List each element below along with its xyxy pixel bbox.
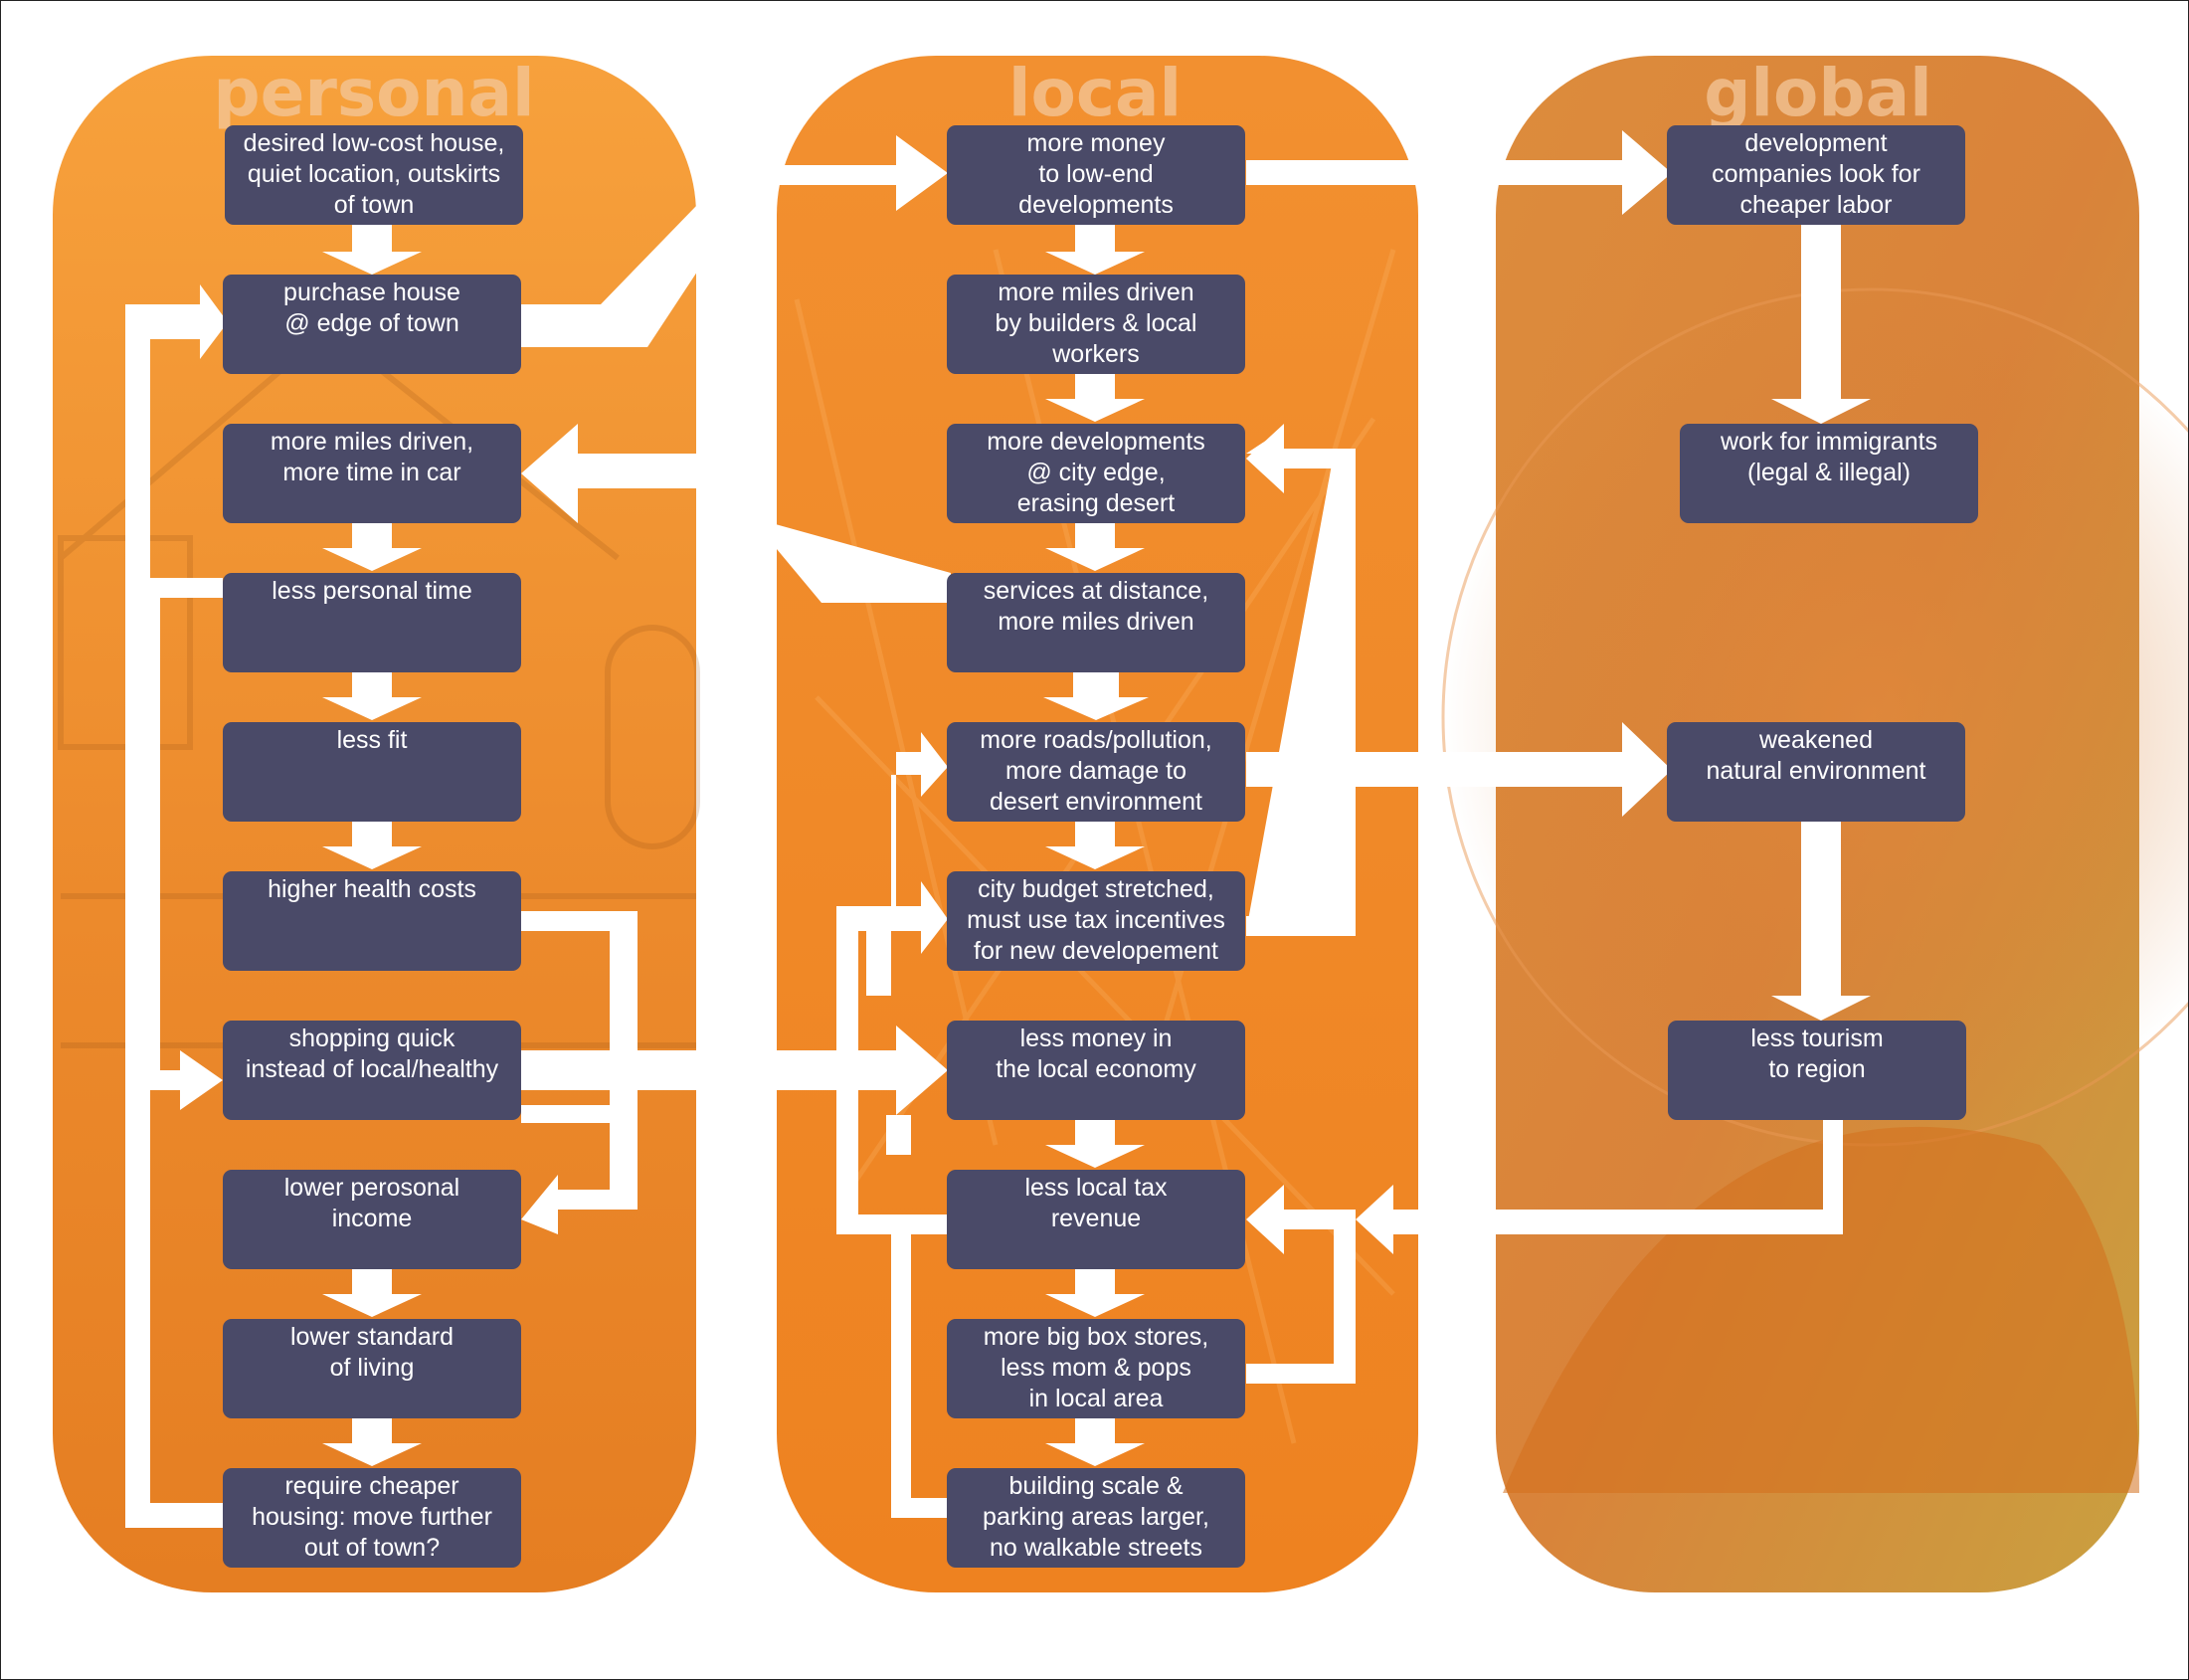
node-more-money-low-end: more money to low-end developments xyxy=(947,125,1245,225)
arrow-l6-to-l3 xyxy=(1246,429,1356,931)
node-less-personal-time: less personal time xyxy=(223,573,521,672)
arrow-l5-l6 xyxy=(1045,822,1145,869)
arrow-l2-l3 xyxy=(1045,374,1145,422)
node-require-cheaper-housing: require cheaper housing: move further ou… xyxy=(223,1468,521,1568)
node-more-miles-driven-builders: more miles driven by builders & local wo… xyxy=(947,275,1245,374)
arrow-p5-p6 xyxy=(322,822,422,869)
arrow-l10-left-loop xyxy=(891,1234,951,1518)
arrow-l3-l4 xyxy=(1045,523,1145,571)
arrow-p3-p4 xyxy=(322,523,422,571)
arrow-g1-g2 xyxy=(1771,225,1871,424)
node-city-budget-stretched: city budget stretched, must use tax ince… xyxy=(947,871,1245,971)
node-work-for-immigrants: work for immigrants (legal & illegal) xyxy=(1680,424,1978,523)
arrow-l1-l2 xyxy=(1045,225,1145,275)
arrow-l8-l7-branch xyxy=(886,1115,911,1155)
arrow-l8-l9 xyxy=(1045,1269,1145,1317)
arrow-l4-l5 xyxy=(1043,672,1149,720)
column-title-local: local xyxy=(1008,55,1182,131)
arrow-p2-to-l1 xyxy=(521,135,948,347)
arrow-l9-to-l8 xyxy=(1246,1185,1356,1384)
node-services-at-distance: services at distance, more miles driven xyxy=(947,573,1245,672)
arrow-p4-p5 xyxy=(322,672,422,720)
node-weakened-natural-environment: weakened natural environment xyxy=(1667,722,1965,822)
node-more-big-box-stores: more big box stores, less mom & pops in … xyxy=(947,1319,1245,1418)
node-development-companies: development companies look for cheaper l… xyxy=(1667,125,1965,225)
arrow-l9-l10 xyxy=(1045,1418,1145,1466)
node-less-local-tax-revenue: less local tax revenue xyxy=(947,1170,1245,1269)
arrow-g4-to-l8 xyxy=(1356,1120,1843,1254)
node-purchase-house: purchase house @ edge of town xyxy=(223,275,521,374)
arrow-p6-p8-loop xyxy=(521,911,638,1234)
arrow-l6-l3-loop xyxy=(1246,424,1356,936)
node-lower-personal-income: lower perosonal income xyxy=(223,1170,521,1269)
arrow-l7-l8 xyxy=(1045,1120,1145,1168)
node-less-money-local-economy: less money in the local economy xyxy=(947,1021,1245,1120)
node-less-tourism: less tourism to region xyxy=(1668,1021,1966,1120)
arrow-l4-to-p3 xyxy=(521,424,951,603)
arrow-p8-p9 xyxy=(322,1269,422,1317)
arrow-l5-to-g3 xyxy=(1246,722,1672,817)
arrow-l6-left-branch xyxy=(866,732,948,996)
node-more-developments: more developments @ city edge, erasing d… xyxy=(947,424,1245,523)
node-lower-standard-of-living: lower standard of living xyxy=(223,1319,521,1418)
arrow-p7-to-l7 xyxy=(521,1026,948,1115)
arrow-g3-g4 xyxy=(1771,822,1871,1021)
column-title-global: global xyxy=(1704,55,1932,131)
arrows xyxy=(125,130,1871,1528)
node-less-fit: less fit xyxy=(223,722,521,822)
arrow-p9-p10 xyxy=(322,1418,422,1466)
node-shopping-quick: shopping quick instead of local/healthy xyxy=(223,1021,521,1120)
node-more-miles-driven-personal: more miles driven, more time in car xyxy=(223,424,521,523)
arrow-p4-to-p7 xyxy=(140,578,223,1110)
arrow-p1-p2 xyxy=(322,225,422,275)
globe-motif xyxy=(1441,287,2188,1493)
node-more-roads-pollution: more roads/pollution, more damage to des… xyxy=(947,722,1245,822)
node-higher-health-costs: higher health costs xyxy=(223,871,521,971)
arrow-l8-left-loop xyxy=(836,881,951,1234)
column-title-personal: personal xyxy=(213,55,534,131)
node-building-scale-parking: building scale & parking areas larger, n… xyxy=(947,1468,1245,1568)
arrow-p7-p8-branch xyxy=(521,1105,621,1123)
node-desired-low-cost-house: desired low-cost house, quiet location, … xyxy=(225,125,523,225)
arrow-l1-to-g1 xyxy=(1246,130,1672,215)
